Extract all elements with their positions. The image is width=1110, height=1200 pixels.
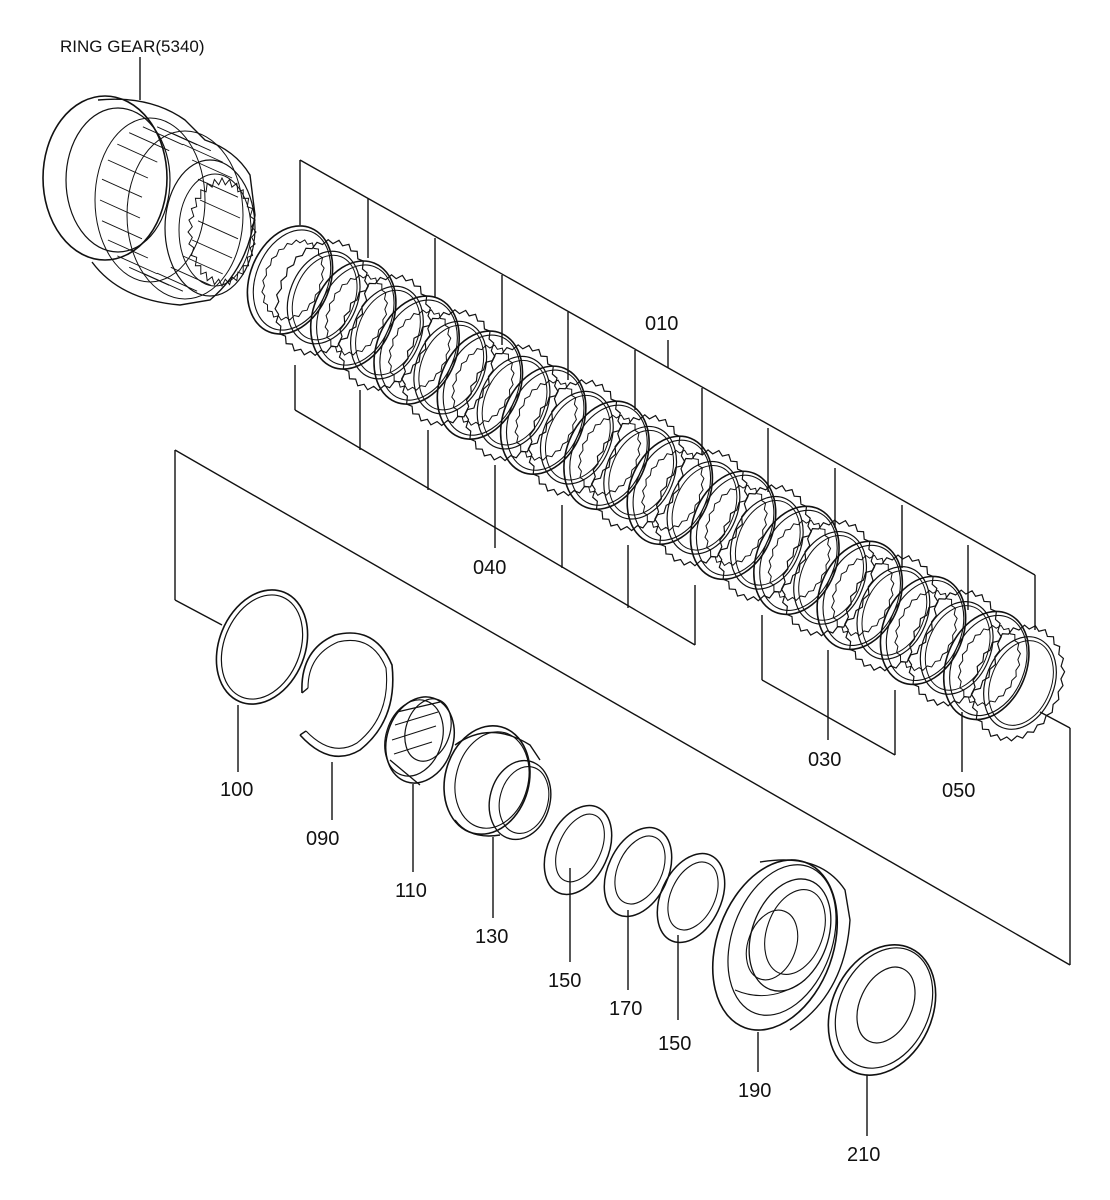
friction-disc bbox=[400, 308, 496, 427]
label-ring-gear: RING GEAR(5340) bbox=[60, 37, 205, 56]
label-090: 090 bbox=[306, 828, 339, 850]
friction-disc bbox=[464, 344, 559, 462]
friction-disc bbox=[590, 414, 686, 532]
ring-gear-spline bbox=[99, 126, 257, 292]
label-030: 030 bbox=[808, 749, 841, 771]
friction-disc bbox=[717, 484, 813, 602]
part-170-washer bbox=[603, 826, 673, 990]
label-190: 190 bbox=[738, 1080, 771, 1102]
label-170: 170 bbox=[609, 998, 642, 1020]
ring-gear bbox=[42, 57, 257, 306]
friction-disc bbox=[780, 519, 876, 637]
steel-plate bbox=[689, 470, 777, 581]
part-100-snap-ring bbox=[215, 589, 309, 772]
part-210-ring bbox=[827, 944, 937, 1136]
clutch-bracket-lines bbox=[174, 159, 1071, 966]
friction-disc bbox=[844, 554, 939, 672]
part-190-retainer bbox=[711, 859, 851, 1072]
label-100: 100 bbox=[220, 779, 253, 801]
friction-disc bbox=[274, 238, 369, 357]
label-130: 130 bbox=[475, 926, 508, 948]
steel-plate bbox=[246, 225, 334, 335]
label-150-b: 150 bbox=[658, 1033, 691, 1055]
part-130-piston bbox=[443, 724, 552, 918]
label-050: 050 bbox=[942, 780, 975, 802]
friction-disc bbox=[654, 449, 749, 567]
part-150-washer-b bbox=[656, 852, 726, 1020]
friction-disc bbox=[970, 624, 1066, 742]
label-040: 040 bbox=[473, 557, 506, 579]
friction-disc bbox=[337, 273, 433, 392]
part-150-washer-a bbox=[543, 804, 613, 962]
friction-disc bbox=[527, 379, 623, 497]
part-110-seal bbox=[384, 696, 455, 872]
friction-disc bbox=[907, 589, 1002, 707]
part-090-retaining-ring bbox=[299, 632, 394, 820]
label-110: 110 bbox=[395, 880, 427, 902]
label-010: 010 bbox=[645, 313, 678, 335]
label-150-a: 150 bbox=[548, 970, 581, 992]
label-210: 210 bbox=[847, 1144, 880, 1166]
clutch-disc-stack bbox=[246, 225, 1066, 742]
